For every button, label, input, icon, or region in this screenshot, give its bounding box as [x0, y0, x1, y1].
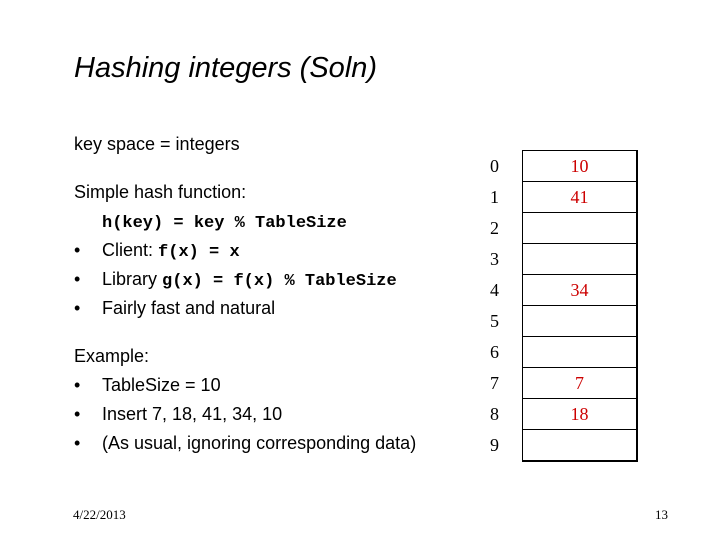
example-text: Insert 7, 18, 41, 34, 10 [102, 404, 283, 424]
client-label: Client: [102, 240, 154, 260]
table-row: 34 [522, 274, 638, 306]
example-text: TableSize = 10 [102, 375, 221, 395]
table-cell: 10 [522, 150, 638, 182]
table-cell [522, 336, 638, 368]
table-index: 4 [490, 280, 499, 300]
bullet-dot: • [74, 298, 81, 318]
table-index: 0 [490, 156, 499, 176]
hash-table: 10 41 34 7 18 [522, 150, 638, 462]
hash-formula-code: h(key) = key % TableSize [102, 214, 347, 233]
table-index: 9 [490, 435, 499, 455]
table-cell: 34 [522, 274, 638, 306]
slide-title: Hashing integers (Soln) [74, 52, 378, 84]
table-index: 1 [490, 187, 499, 207]
table-index: 2 [490, 218, 499, 238]
client-bullet: • Client: f(x) = x [74, 236, 416, 265]
table-row [522, 212, 638, 244]
example-heading: Example: [74, 346, 150, 366]
table-cell [522, 305, 638, 337]
bullet-dot: • [74, 404, 81, 424]
table-row: 41 [522, 181, 638, 213]
library-code: g(x) = f(x) % TableSize [162, 272, 397, 291]
key-space-line: key space = integers [74, 134, 240, 154]
table-index: 5 [490, 311, 499, 331]
table-index: 3 [490, 249, 499, 269]
table-row: 18 [522, 398, 638, 430]
hash-formula: h(key) = key % TableSize [74, 207, 416, 236]
slide-body: key space = integers Simple hash functio… [74, 130, 416, 458]
table-cell [522, 243, 638, 275]
bullet-dot: • [74, 375, 81, 395]
page-number: 13 [655, 507, 668, 522]
table-index: 6 [490, 342, 499, 362]
table-cell [522, 429, 638, 462]
table-row: 10 [522, 150, 638, 182]
bullet-dot: • [74, 433, 81, 453]
example-text: (As usual, ignoring corresponding data) [102, 433, 417, 453]
fast-natural-bullet: • Fairly fast and natural [74, 294, 416, 323]
table-row [522, 336, 638, 368]
table-row [522, 429, 638, 462]
table-index: 7 [490, 373, 499, 393]
client-code: f(x) = x [158, 243, 240, 262]
example-bullet: • Insert 7, 18, 41, 34, 10 [74, 400, 416, 429]
library-bullet: • Library g(x) = f(x) % TableSize [74, 265, 416, 294]
table-cell: 18 [522, 398, 638, 430]
example-bullet: • (As usual, ignoring corresponding data… [74, 429, 416, 458]
example-bullet: • TableSize = 10 [74, 371, 416, 400]
table-row [522, 243, 638, 275]
table-cell: 41 [522, 181, 638, 213]
hash-function-heading: Simple hash function: [74, 182, 247, 202]
bullet-dot: • [74, 269, 81, 289]
table-index: 8 [490, 404, 499, 424]
table-row: 7 [522, 367, 638, 399]
table-cell: 7 [522, 367, 638, 399]
fast-natural-text: Fairly fast and natural [102, 298, 276, 318]
table-row [522, 305, 638, 337]
library-label: Library [102, 269, 158, 289]
slide-date: 4/22/2013 [73, 507, 126, 522]
table-cell [522, 212, 638, 244]
bullet-dot: • [74, 240, 81, 260]
